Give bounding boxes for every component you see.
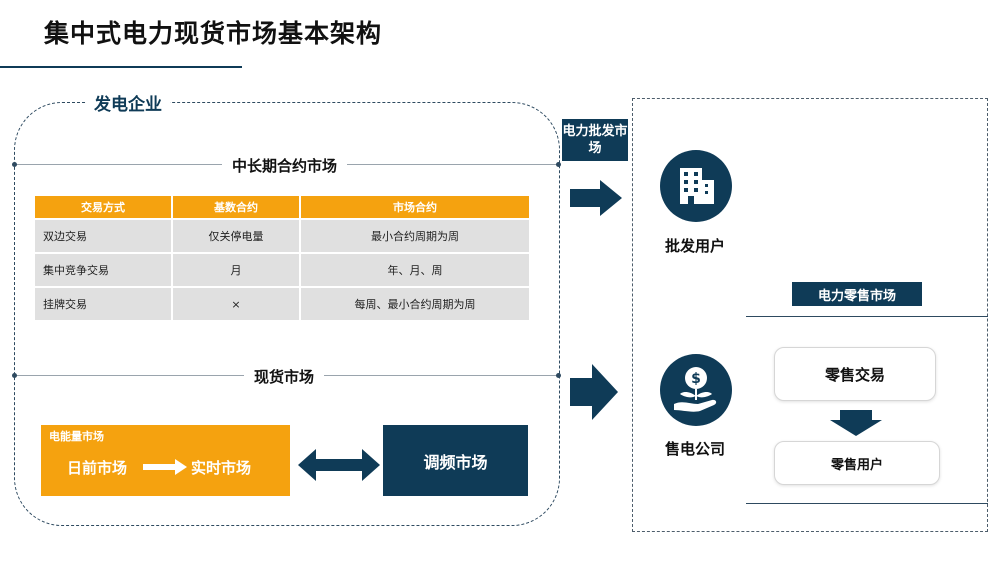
table-cell: × xyxy=(173,286,301,320)
energy-market-box: 电能量市场 日前市场 实时市场 xyxy=(41,425,290,496)
arrow-right-icon xyxy=(570,180,622,216)
arrow-down-icon xyxy=(830,410,882,436)
wholesale-user-label: 批发用户 xyxy=(665,237,726,255)
money-plant-hand-icon: $ xyxy=(674,367,717,412)
table-cell: 双边交易 xyxy=(35,218,173,252)
retail-company-badge: $ xyxy=(660,354,732,426)
spot-label: 现货市场 xyxy=(244,366,325,387)
table-row: 双边交易 仅关停电量 最小合约周期为周 xyxy=(35,218,529,252)
retail-rule-bottom xyxy=(746,503,988,504)
retail-company-label: 售电公司 xyxy=(665,440,726,458)
table-header: 交易方式 xyxy=(35,196,173,218)
arrow-right-icon xyxy=(570,364,618,420)
day-ahead-market: 日前市场 xyxy=(67,459,128,477)
table-row: 挂牌交易 × 每周、最小合约周期为周 xyxy=(35,286,529,320)
table-cell: 月 xyxy=(173,252,301,286)
energy-market-title: 电能量市场 xyxy=(49,430,104,443)
building-icon xyxy=(680,168,714,204)
users-box xyxy=(632,98,988,532)
table-cell: 挂牌交易 xyxy=(35,286,173,320)
generator-box xyxy=(14,102,560,526)
table-header: 基数合约 xyxy=(173,196,301,218)
contract-table: 交易方式 基数合约 市场合约 双边交易 仅关停电量 最小合约周期为周 集中竞争交… xyxy=(35,196,529,320)
table-row: 集中竞争交易 月 年、月、周 xyxy=(35,252,529,286)
table-header-row: 交易方式 基数合约 市场合约 xyxy=(35,196,529,218)
table-cell: 每周、最小合约周期为周 xyxy=(301,286,529,320)
double-arrow-icon xyxy=(298,449,380,481)
title-underline xyxy=(0,66,242,68)
retail-user-card: 零售用户 xyxy=(774,441,940,485)
retail-rule-top xyxy=(746,316,988,317)
arrow-right-icon xyxy=(143,459,187,475)
table-cell: 最小合约周期为周 xyxy=(301,218,529,252)
real-time-market: 实时市场 xyxy=(191,459,252,477)
table-cell: 仅关停电量 xyxy=(173,218,301,252)
long-term-label: 中长期合约市场 xyxy=(222,155,348,176)
wholesale-user-badge xyxy=(660,150,732,222)
svg-text:$: $ xyxy=(691,371,701,387)
table-cell: 集中竞争交易 xyxy=(35,252,173,286)
retail-trade-card: 零售交易 xyxy=(774,347,936,401)
wholesale-market-label: 电力批发市场 xyxy=(562,124,628,156)
divider-dot-left xyxy=(12,373,17,378)
wholesale-market-tag: 电力批发市场 xyxy=(562,119,628,161)
page-title: 集中式电力现货市场基本架构 xyxy=(44,19,383,48)
generator-label: 发电企业 xyxy=(86,90,170,115)
table-cell: 年、月、周 xyxy=(301,252,529,286)
frequency-market-box: 调频市场 xyxy=(383,425,528,496)
divider-dot-left xyxy=(12,162,17,167)
table-header: 市场合约 xyxy=(301,196,529,218)
divider-dot-right xyxy=(556,373,561,378)
retail-market-tag: 电力零售市场 xyxy=(792,282,922,306)
divider-dot-right xyxy=(556,162,561,167)
